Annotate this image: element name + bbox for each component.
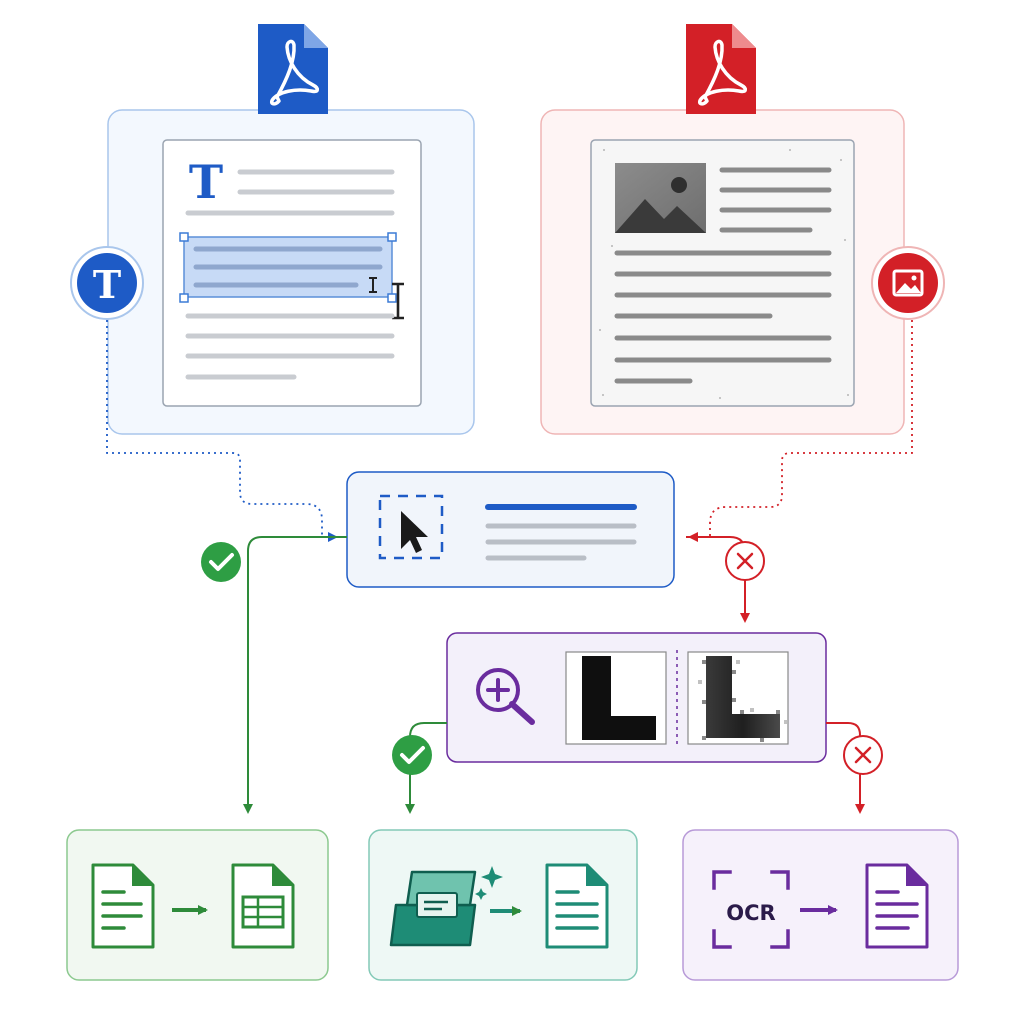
selection-handle[interactable] (387, 293, 397, 303)
quality-poor-connector (826, 722, 865, 814)
scanner-icon (389, 870, 477, 947)
scanned-text-lines (614, 167, 832, 384)
zoom-quality-test-box (446, 632, 827, 763)
text-cursor-icon (369, 277, 404, 320)
sparkle-icon (475, 866, 503, 900)
scan-convert-box (368, 829, 638, 981)
check-circle-icon (392, 735, 432, 775)
x-circle-icon (725, 541, 765, 581)
scanned-connector (688, 320, 913, 542)
document-icon (91, 863, 155, 949)
svg-text:T: T (93, 262, 121, 307)
cursor-select-icon (378, 494, 444, 560)
digital-connector (106, 320, 338, 542)
magnifier-plus-icon (476, 668, 535, 725)
text-selection[interactable] (179, 232, 397, 303)
x-circle-icon (843, 735, 883, 775)
digital-pdf-panel: T (107, 109, 475, 435)
scan-noise (599, 149, 849, 399)
document-icon (865, 863, 929, 949)
pdf-file-icon (258, 24, 328, 114)
text-heading-glyph: T (189, 155, 223, 209)
image-icon (871, 246, 945, 320)
ocr-frame-icon (712, 870, 790, 949)
direct-convert-box (66, 829, 329, 981)
sharp-letter-sample (565, 651, 667, 745)
selected-text-lines (485, 504, 637, 561)
pixelated-letter-sample (687, 651, 789, 745)
ocr-convert-box: OCR (682, 829, 959, 981)
text-lines-top (185, 169, 395, 216)
selection-handle[interactable] (179, 232, 189, 242)
check-circle-icon (201, 542, 241, 582)
image-placeholder-icon (615, 163, 706, 233)
document-icon (545, 863, 609, 949)
selection-handle[interactable] (387, 232, 397, 242)
ocr-label: OCR (726, 901, 775, 925)
scanned-pdf-panel (540, 109, 905, 435)
selection-handle[interactable] (179, 293, 189, 303)
selectable-yes-connector (243, 536, 347, 814)
spreadsheet-icon (231, 863, 295, 949)
text-icon: T (70, 246, 144, 320)
text-lines-bottom (185, 313, 395, 380)
select-text-test-box (346, 471, 675, 588)
pdf-file-icon (686, 24, 756, 114)
